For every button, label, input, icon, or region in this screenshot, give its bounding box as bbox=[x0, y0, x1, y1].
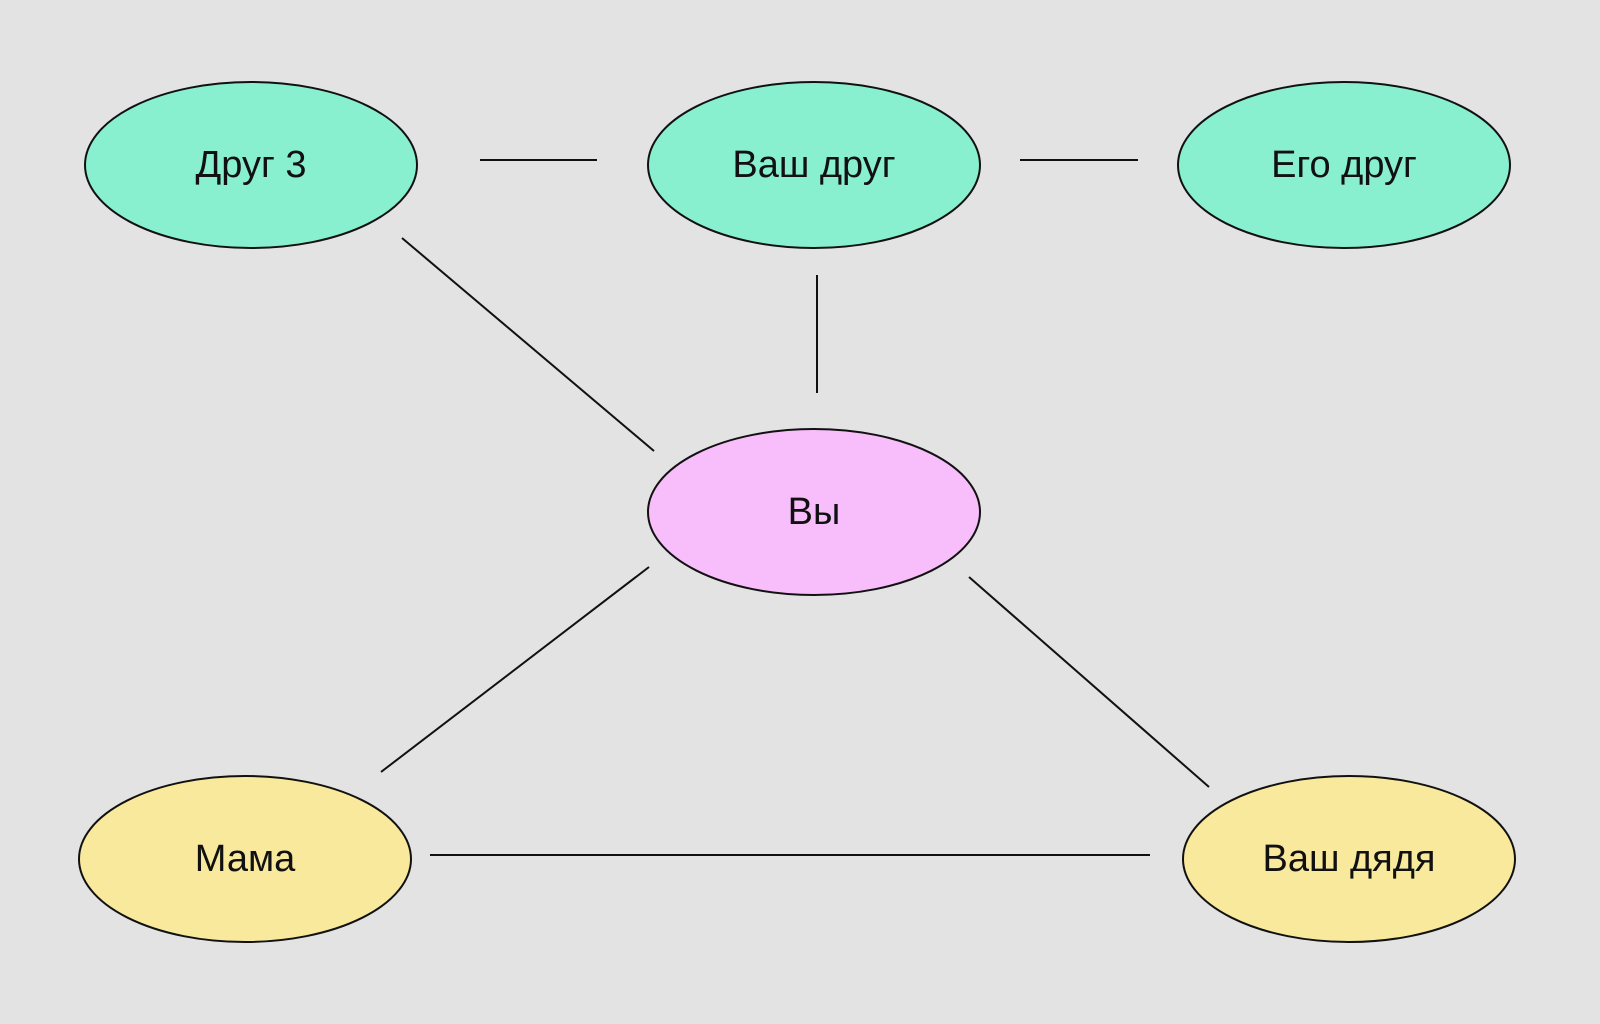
node-label: Ваш друг bbox=[732, 144, 895, 186]
node-vash-dyadya: Ваш дядя bbox=[1182, 775, 1516, 943]
node-ellipse bbox=[78, 775, 412, 943]
node-ellipse bbox=[84, 81, 418, 249]
node-mama: Мама bbox=[78, 775, 412, 943]
node-label: Вы bbox=[788, 491, 841, 533]
edge-drug3-to-vy bbox=[401, 237, 655, 452]
node-vy: Вы bbox=[647, 428, 981, 596]
node-label: Ваш дядя bbox=[1262, 838, 1435, 880]
node-ellipse bbox=[647, 428, 981, 596]
edges-group bbox=[380, 159, 1210, 856]
node-label: Друг 3 bbox=[196, 144, 307, 186]
node-ellipse bbox=[647, 81, 981, 249]
node-label: Его друг bbox=[1271, 144, 1417, 186]
node-label: Мама bbox=[195, 838, 296, 880]
edge-vy-to-vash_dyadya bbox=[968, 576, 1210, 788]
node-ego-drug: Его друг bbox=[1177, 81, 1511, 249]
node-ellipse bbox=[1177, 81, 1511, 249]
node-vash-drug: Ваш друг bbox=[647, 81, 981, 249]
node-drug3: Друг 3 bbox=[84, 81, 418, 249]
edge-vy-to-mama bbox=[380, 566, 650, 773]
node-ellipse bbox=[1182, 775, 1516, 943]
